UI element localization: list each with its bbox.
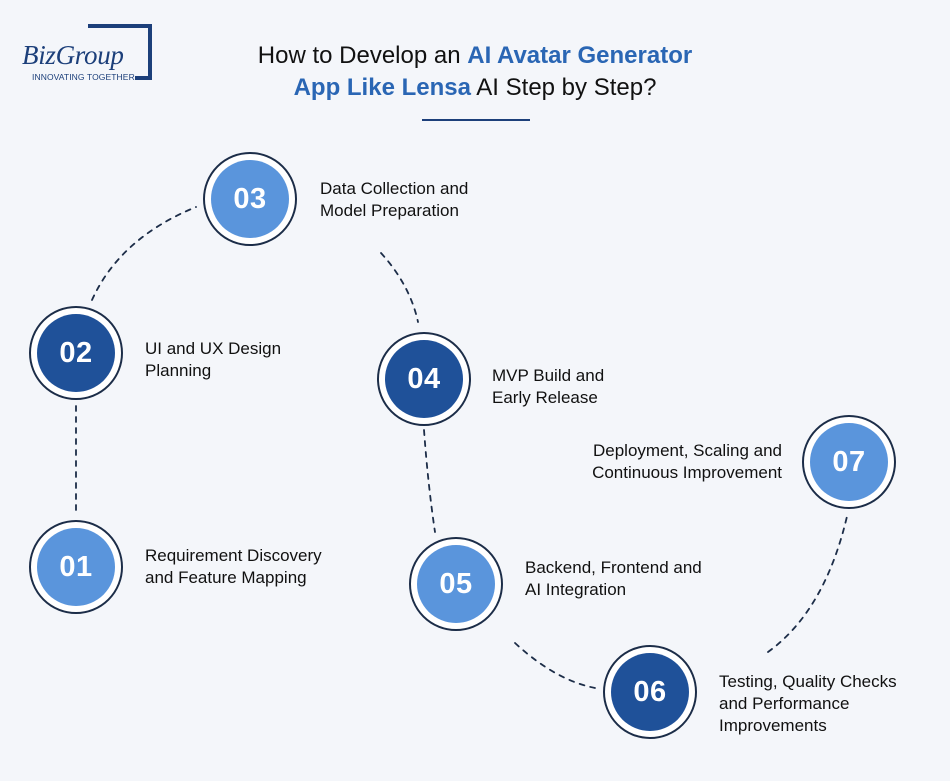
logo-wordmark: BizGroup bbox=[22, 40, 126, 71]
step-01-number: 01 bbox=[37, 528, 115, 606]
step-04-line-2: Early Release bbox=[492, 388, 598, 407]
step-02-line-1: UI and UX Design bbox=[145, 339, 282, 358]
step-03-label: Data Collection and Model Preparation bbox=[320, 178, 468, 222]
step-04-label: MVP Build and Early Release bbox=[492, 365, 604, 409]
step-06-line-2: and Performance bbox=[719, 694, 850, 713]
step-02-label: UI and UX Design Planning bbox=[145, 338, 281, 382]
title-part-2: AI Avatar Generator bbox=[467, 42, 693, 69]
step-03-number: 03 bbox=[211, 160, 289, 238]
step-05-label: Backend, Frontend and AI Integration bbox=[525, 557, 702, 601]
step-07-number: 07 bbox=[810, 423, 888, 501]
step-07-line-2: Continuous Improvement bbox=[592, 463, 782, 482]
step-03-line-1: Data Collection and bbox=[320, 179, 469, 198]
step-01-label: Requirement Discovery and Feature Mappin… bbox=[145, 545, 322, 589]
step-06-label: Testing, Quality Checks and Performance … bbox=[719, 671, 897, 737]
title-part-3: App Like Lensa bbox=[293, 74, 471, 101]
bizgroup-logo: BizGroup INNOVATING TOGETHER bbox=[22, 24, 162, 84]
step-06-number: 06 bbox=[611, 653, 689, 731]
step-04-circle: 04 bbox=[377, 332, 471, 426]
step-03-line-2: Model Preparation bbox=[320, 201, 459, 220]
step-05-circle: 05 bbox=[409, 537, 503, 631]
connector-04-05 bbox=[423, 429, 436, 533]
step-07-line-1: Deployment, Scaling and bbox=[592, 441, 782, 460]
step-01-circle: 01 bbox=[29, 520, 123, 614]
step-04-line-1: MVP Build and bbox=[492, 366, 605, 385]
step-02-circle: 02 bbox=[29, 306, 123, 400]
title-part-4: AI Step by Step? bbox=[470, 74, 657, 101]
connector-05-06 bbox=[514, 642, 596, 689]
title-part-1: How to Develop an bbox=[257, 42, 468, 69]
step-05-line-2: AI Integration bbox=[525, 580, 627, 599]
title-underline bbox=[422, 119, 530, 121]
connector-03-04 bbox=[380, 252, 419, 323]
step-01-line-2: and Feature Mapping bbox=[145, 568, 307, 587]
step-02-line-2: Planning bbox=[145, 361, 212, 380]
step-06-circle: 06 bbox=[603, 645, 697, 739]
step-04-number: 04 bbox=[385, 340, 463, 418]
step-01-line-1: Requirement Discovery bbox=[145, 546, 322, 565]
connector-06-07 bbox=[767, 511, 849, 653]
logo-tagline: INNOVATING TOGETHER bbox=[32, 72, 135, 82]
step-02-number: 02 bbox=[37, 314, 115, 392]
step-07-circle: 07 bbox=[802, 415, 896, 509]
connector-02-03 bbox=[91, 206, 197, 301]
step-07-label: Deployment, Scaling and Continuous Impro… bbox=[540, 440, 782, 484]
step-03-circle: 03 bbox=[203, 152, 297, 246]
page-title: How to Develop an AI Avatar Generator Ap… bbox=[190, 40, 760, 104]
step-06-line-1: Testing, Quality Checks bbox=[719, 672, 897, 691]
step-06-line-3: Improvements bbox=[719, 716, 827, 735]
step-05-number: 05 bbox=[417, 545, 495, 623]
step-05-line-1: Backend, Frontend and bbox=[525, 558, 702, 577]
